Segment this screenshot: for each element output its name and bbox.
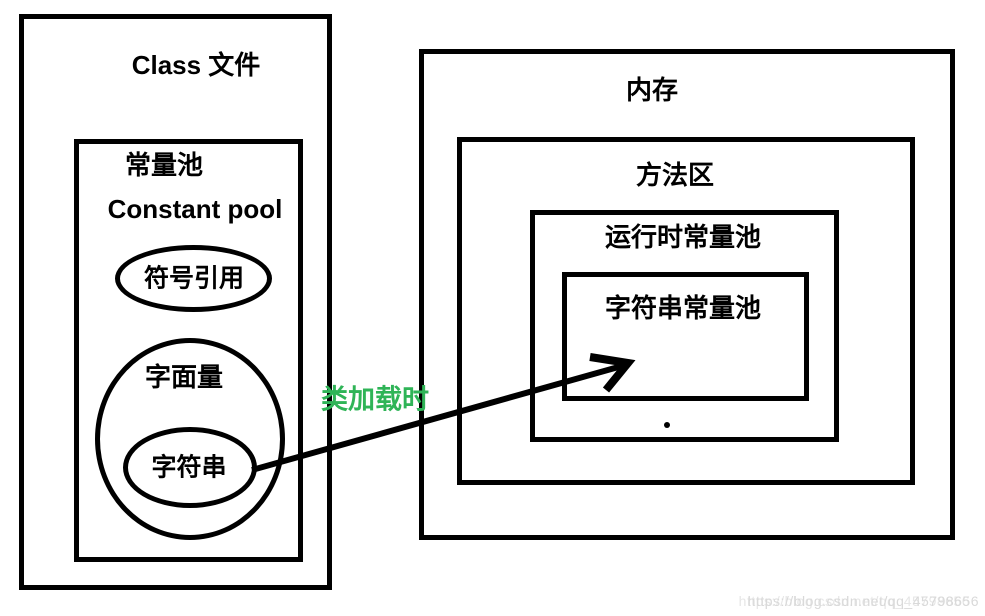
constant-pool-title-cn: 常量池 [124,150,204,180]
watermark: https://blog.csdn.net/qq_45798656 [747,593,979,609]
arrow-label: 类加载时 [321,384,429,415]
symbolic-reference-ellipse [115,245,272,312]
literal-label: 字面量 [144,362,224,392]
small-dot [664,422,670,428]
string-label: 字符串 [151,453,227,482]
constant-pool-box [74,139,303,562]
runtime-constant-pool-box [530,210,839,442]
constant-pool-title-en: Constant pool [107,194,283,224]
class-file-box [19,14,332,590]
symbolic-reference-label: 符号引用 [143,264,245,293]
runtime-constant-pool-title: 运行时常量池 [604,222,762,252]
class-file-title: Class 文件 [131,50,261,80]
memory-title: 内存 [625,75,679,105]
string-constant-pool-title: 字符串常量池 [604,293,762,323]
string-constant-pool-box [562,272,809,401]
method-area-box [457,137,915,485]
method-area-title: 方法区 [635,160,715,190]
memory-box [419,49,955,540]
